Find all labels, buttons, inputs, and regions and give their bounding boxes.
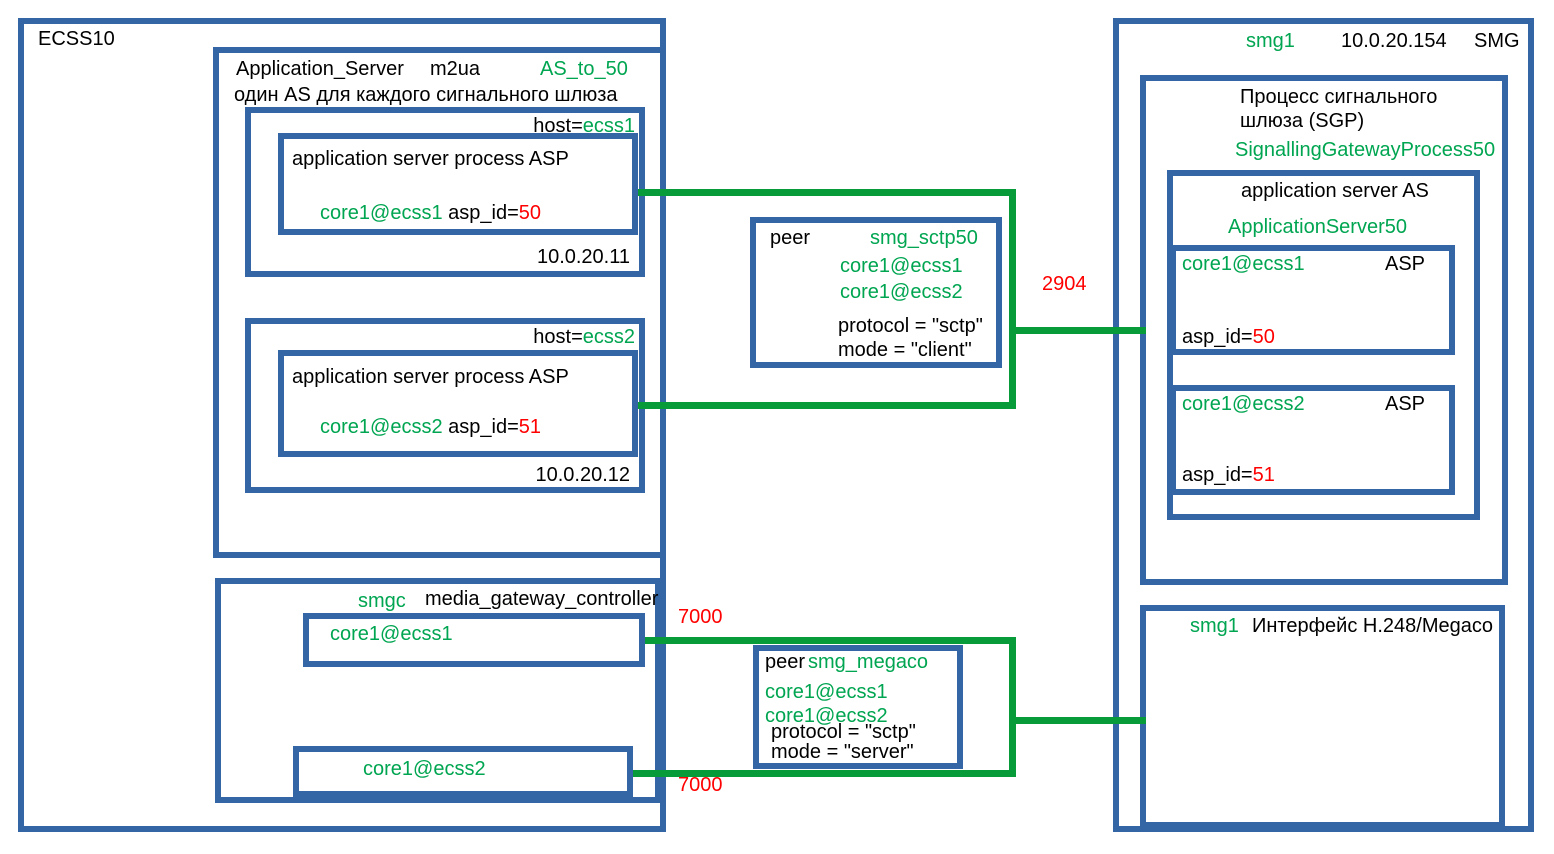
megaco-link-top-line (645, 637, 1016, 644)
sgp-box: Процесс сигнального шлюза (SGP) Signalli… (1140, 75, 1508, 585)
asp-ecss1-box: application server process ASP core1@ecs… (278, 133, 638, 235)
smg-asp2-id: asp_id=51 (1182, 464, 1275, 486)
peer-sctp-name: smg_sctp50 (870, 227, 978, 249)
mgc-title: media_gateway_controller (425, 588, 659, 610)
host-ecss2-label: host=ecss2 (533, 326, 635, 348)
application-server-name: AS_to_50 (540, 58, 628, 80)
sctp-link-to-sgp-line (1009, 327, 1146, 334)
asp-ecss1-core: core1@ecss1 asp_id=50 (320, 202, 542, 224)
smg-box: smg1 10.0.20.154 SMG Процесс сигнального… (1113, 18, 1534, 832)
peer-megaco-label: peer (765, 651, 806, 673)
smg-asp1-label: ASP (1385, 253, 1426, 275)
application-server-protocol: m2ua (430, 58, 481, 80)
smg-ip: 10.0.20.154 (1341, 30, 1447, 52)
megaco-port-bottom-label: 7000 (678, 774, 723, 796)
mgc-core2-label: core1@ecss2 (363, 758, 486, 780)
application-server-title: Application_Server (236, 58, 404, 80)
smg-as-title: application server AS (1241, 180, 1429, 202)
smg-asp2-core: core1@ecss2 (1182, 393, 1305, 415)
sgp-title-line1: Процесс сигнального (1240, 86, 1438, 108)
peer-megaco-core2: core1@ecss2 (765, 705, 888, 727)
peer-sctp-protocol: protocol = "sctp" (838, 315, 983, 337)
smg-asp1-id: asp_id=50 (1182, 326, 1275, 348)
megaco-interface-name: smg1 (1190, 615, 1239, 637)
peer-sctp-label: peer (770, 227, 811, 249)
megaco-interface-title: Интерфейс H.248/Megaco (1252, 615, 1493, 637)
sctp-link-top-line (638, 189, 1016, 196)
megaco-link-to-smg-line (1009, 717, 1146, 724)
megaco-link-bottom-line (633, 770, 1016, 777)
peer-sctp-box: peer smg_sctp50 core1@ecss1 core1@ecss2 … (750, 217, 1002, 368)
application-server-box: Application_Server m2ua AS_to_50 один AS… (213, 47, 666, 558)
sctp-link-bottom-line (638, 402, 1016, 409)
asp-ecss2-title: application server process ASP (292, 366, 569, 388)
asp-ecss2-box: application server process ASP core1@ecs… (278, 350, 638, 457)
host-ecss1-label: host=ecss1 (533, 115, 635, 137)
peer-megaco-box: peer smg_megaco core1@ecss1 core1@ecss2 … (753, 645, 963, 769)
host-ecss2-ip: 10.0.20.12 (535, 464, 630, 486)
mgc-core2-box: core1@ecss2 (293, 746, 633, 797)
host-ecss1-box: host=ecss1 application server process AS… (245, 107, 645, 277)
sgp-title-line2: шлюза (SGP) (1240, 110, 1365, 132)
smg-asp1-box: core1@ecss1 ASP asp_id=50 (1170, 245, 1455, 355)
media-gateway-controller-box: smgc media_gateway_controller core1@ecss… (215, 578, 661, 803)
smg-asp2-label: ASP (1385, 393, 1426, 415)
peer-sctp-mode: mode = "client" (838, 339, 972, 361)
megaco-port-top-label: 7000 (678, 606, 723, 628)
peer-megaco-protocol: protocol = "sctp" (771, 721, 916, 743)
ecss10-label: ECSS10 (38, 28, 115, 50)
smg-as-box: application server AS ApplicationServer5… (1167, 170, 1480, 520)
mgc-name: smgc (358, 590, 406, 612)
sgp-process-name: SignallingGatewayProcess50 (1235, 139, 1496, 161)
peer-megaco-mode: mode = "server" (771, 741, 914, 763)
smg-label: SMG (1474, 30, 1520, 52)
mgc-core1-label: core1@ecss1 (330, 623, 453, 645)
asp-ecss1-title: application server process ASP (292, 148, 569, 170)
megaco-link-right-line (1009, 637, 1016, 777)
application-server-subtitle: один AS для каждого сигнального шлюза (234, 84, 618, 106)
sctp-link-right-line (1009, 189, 1016, 409)
ecss10-box: ECSS10 Application_Server m2ua AS_to_50 … (18, 18, 666, 832)
host-ecss1-ip: 10.0.20.11 (536, 246, 630, 268)
smg-asp2-box: core1@ecss2 ASP asp_id=51 (1170, 385, 1455, 495)
peer-megaco-core1: core1@ecss1 (765, 681, 888, 703)
peer-sctp-core1: core1@ecss1 (840, 255, 963, 277)
sctp-port-label: 2904 (1042, 273, 1087, 295)
megaco-interface-box: smg1 Интерфейс H.248/Megaco (1140, 605, 1505, 828)
peer-megaco-name: smg_megaco (808, 651, 929, 673)
smg-asp1-core: core1@ecss1 (1182, 253, 1305, 275)
mgc-core1-box: core1@ecss1 (303, 613, 645, 667)
host-ecss2-box: host=ecss2 application server process AS… (245, 318, 645, 493)
peer-sctp-core2: core1@ecss2 (840, 281, 963, 303)
smg-as-name: ApplicationServer50 (1228, 216, 1407, 238)
smg-name: smg1 (1246, 30, 1295, 52)
asp-ecss2-core: core1@ecss2 asp_id=51 (320, 416, 542, 438)
